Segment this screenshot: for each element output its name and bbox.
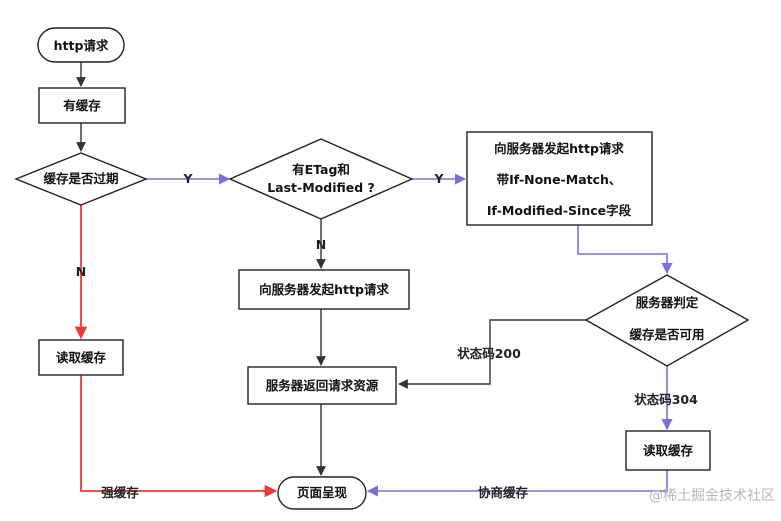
edge-judge-200-to-server-return (398, 319, 586, 389)
edge-read-cache-to-render (80, 375, 278, 498)
send-cond-line2: 带If-None-Match、 (497, 172, 622, 187)
page-render-label: 页面呈现 (297, 485, 348, 500)
read-cache-right-label: 读取缓存 (643, 443, 694, 458)
server-judge-decision (584, 274, 750, 367)
has-cache-label: 有缓存 (63, 98, 101, 113)
server-return-node (247, 366, 397, 405)
server-return-label: 服务器返回请求资源 (266, 378, 379, 393)
edge-label-yes-1: Y (182, 171, 193, 186)
cache-expired-decision (14, 152, 148, 206)
edge-label-strong-cache: 强缓存 (101, 485, 139, 500)
edge-send-cond-to-judge (577, 225, 673, 275)
etag-label-line1: 有ETag和 (292, 162, 350, 177)
etag-label-line2: Last-Modified ? (267, 180, 375, 195)
has-cache-node (38, 87, 126, 124)
cache-expired-label: 缓存是否过期 (43, 171, 118, 186)
server-judge-line2: 缓存是否可用 (629, 327, 704, 342)
page-render-node (277, 476, 367, 510)
edge-label-no-2: N (316, 237, 326, 252)
edge-label-status-200: 状态码200 (457, 346, 521, 361)
send-request-label: 向服务器发起http请求 (259, 282, 389, 297)
read-cache-right-node (625, 430, 711, 471)
etag-decision (228, 138, 414, 220)
start-node (37, 27, 125, 63)
edge-read-cache-right-to-render (366, 470, 668, 497)
send-request-node (238, 269, 410, 310)
read-cache-left-node (38, 339, 124, 376)
start-label: http请求 (54, 38, 109, 53)
edge-label-status-304: 状态码304 (634, 392, 698, 407)
edge-label-negotiated-cache: 协商缓存 (478, 485, 529, 500)
watermark: @稀土掘金技术社区 (649, 488, 775, 504)
edge-label-no-1: N (76, 264, 86, 279)
server-judge-line1: 服务器判定 (636, 295, 699, 310)
send-cond-line3: If-Modified-Since字段 (487, 203, 632, 218)
send-conditional-request-node (466, 131, 653, 226)
send-cond-line1: 向服务器发起http请求 (494, 141, 624, 156)
edge-label-yes-2: Y (433, 171, 444, 186)
read-cache-left-label: 读取缓存 (56, 350, 107, 365)
